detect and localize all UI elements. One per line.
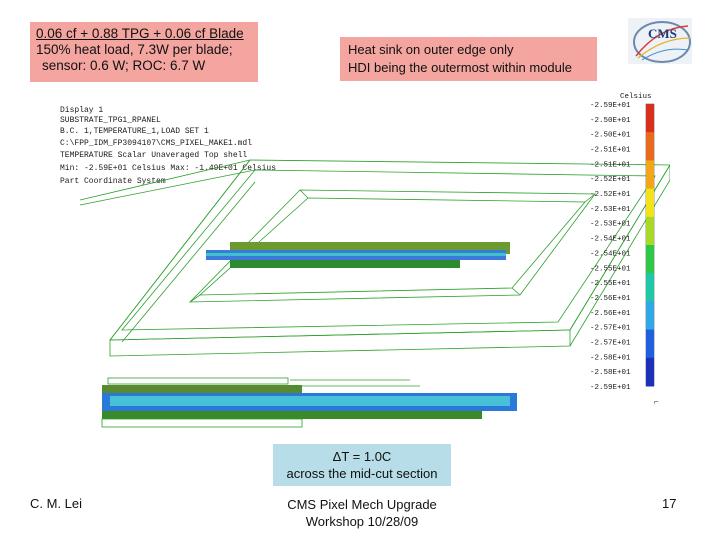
legend-color-segment xyxy=(646,132,654,161)
legend-value-label: -2.55E+01 xyxy=(590,280,631,288)
legend-value-label: -2.56E+01 xyxy=(590,310,631,318)
legend-value-label: -2.54E+01 xyxy=(590,250,631,258)
note-line: 150% heat load, 7.3W per blade; xyxy=(36,42,233,57)
thermal-simulation-view: Display 1 SUBSTRATE_TPG1_RPANEL B.C. 1,T… xyxy=(60,93,670,428)
legend-color-segment xyxy=(646,329,654,359)
legend-value-label: -2.59E+01 xyxy=(590,384,631,392)
workshop-line: CMS Pixel Mech Upgrade xyxy=(287,497,437,512)
legend-color-segment xyxy=(646,160,654,190)
legend-value-label: -2.52E+01 xyxy=(590,176,631,184)
simulation-header: Display 1 SUBSTRATE_TPG1_RPANEL B.C. 1,T… xyxy=(60,106,276,186)
delta-t-note: ΔT = 1.0C across the mid-cut section xyxy=(273,444,451,486)
legend-value-label: -2.54E+01 xyxy=(590,236,631,244)
legend-value-label: -2.53E+01 xyxy=(590,206,631,214)
sim-header-line: Display 1 xyxy=(60,106,103,115)
legend-value-label: -2.51E+01 xyxy=(590,147,631,155)
note-line: HDI being the outermost within module xyxy=(348,60,573,75)
cross-section-view xyxy=(101,377,517,428)
legend-color-segment xyxy=(646,357,654,387)
delta-t-value: ΔT = 1.0C xyxy=(332,449,392,464)
legend-color-segment xyxy=(646,273,654,302)
legend-value-label: -2.58E+01 xyxy=(590,369,631,377)
legend-color-segment xyxy=(646,301,654,331)
note-line: sensor: 0.6 W; ROC: 6.7 W xyxy=(42,58,206,73)
legend-value-label: -2.51E+01 xyxy=(590,161,631,169)
workshop-title: CMS Pixel Mech Upgrade Workshop 10/28/09 xyxy=(272,496,452,530)
sim-header-line: C:\FPP_IDM_FP3094107\CMS_PIXEL_MAKE1.mdl xyxy=(60,139,252,148)
legend-value-label: -2.50E+01 xyxy=(590,132,631,140)
note-line: Heat sink on outer edge only xyxy=(348,42,514,57)
legend-value-label: -2.57E+01 xyxy=(590,325,631,333)
heat-sink-note: Heat sink on outer edge only HDI being t… xyxy=(340,37,597,81)
legend-value-label: -2.50E+01 xyxy=(590,117,631,125)
note-line: 0.06 cf + 0.88 TPG + 0.06 cf Blade xyxy=(36,26,244,41)
temperature-legend: Celsius -2.59E+01 -2.50E+01 -2.50E+01 -2.51… xyxy=(590,93,659,407)
legend-value-label: -2.52E+01 xyxy=(590,191,631,199)
legend-color-segment xyxy=(646,245,654,274)
workshop-line: Workshop 10/28/09 xyxy=(305,514,419,529)
blade-spec-note: 0.06 cf + 0.88 TPG + 0.06 cf Blade 150% … xyxy=(30,22,258,82)
sim-header-line: SUBSTRATE_TPG1_RPANEL xyxy=(60,116,161,125)
legend-color-segment xyxy=(646,216,654,246)
legend-color-segment xyxy=(646,188,654,218)
page-number: 17 xyxy=(662,496,677,511)
legend-unit-label: Celsius xyxy=(620,93,652,101)
legend-color-segment xyxy=(646,104,654,133)
svg-text:CMS: CMS xyxy=(648,26,677,41)
legend-value-label: -2.55E+01 xyxy=(590,265,631,273)
blade-mid-section xyxy=(206,242,510,268)
legend-value-label: -2.59E+01 xyxy=(590,102,631,110)
author-name: C. M. Lei xyxy=(30,496,83,511)
sim-header-line: TEMPERATURE Scalar Unaveraged Top shell xyxy=(60,151,247,160)
sim-header-line: Part Coordinate System xyxy=(60,177,166,186)
legend-value-label: -2.57E+01 xyxy=(590,339,631,347)
cms-logo-icon: CMS xyxy=(628,18,692,64)
sim-header-line: Min: -2.59E+01 Celsius Max: -1.49E+01 Ce… xyxy=(60,164,276,173)
delta-t-caption: across the mid-cut section xyxy=(286,466,438,481)
legend-value-label: -2.56E+01 xyxy=(590,295,631,303)
sim-header-line: B.C. 1,TEMPERATURE_1,LOAD SET 1 xyxy=(60,127,209,136)
axis-triad-icon: ⌐ xyxy=(654,399,659,407)
legend-value-label: -2.53E+01 xyxy=(590,221,631,229)
legend-value-label: -2.58E+01 xyxy=(590,354,631,362)
